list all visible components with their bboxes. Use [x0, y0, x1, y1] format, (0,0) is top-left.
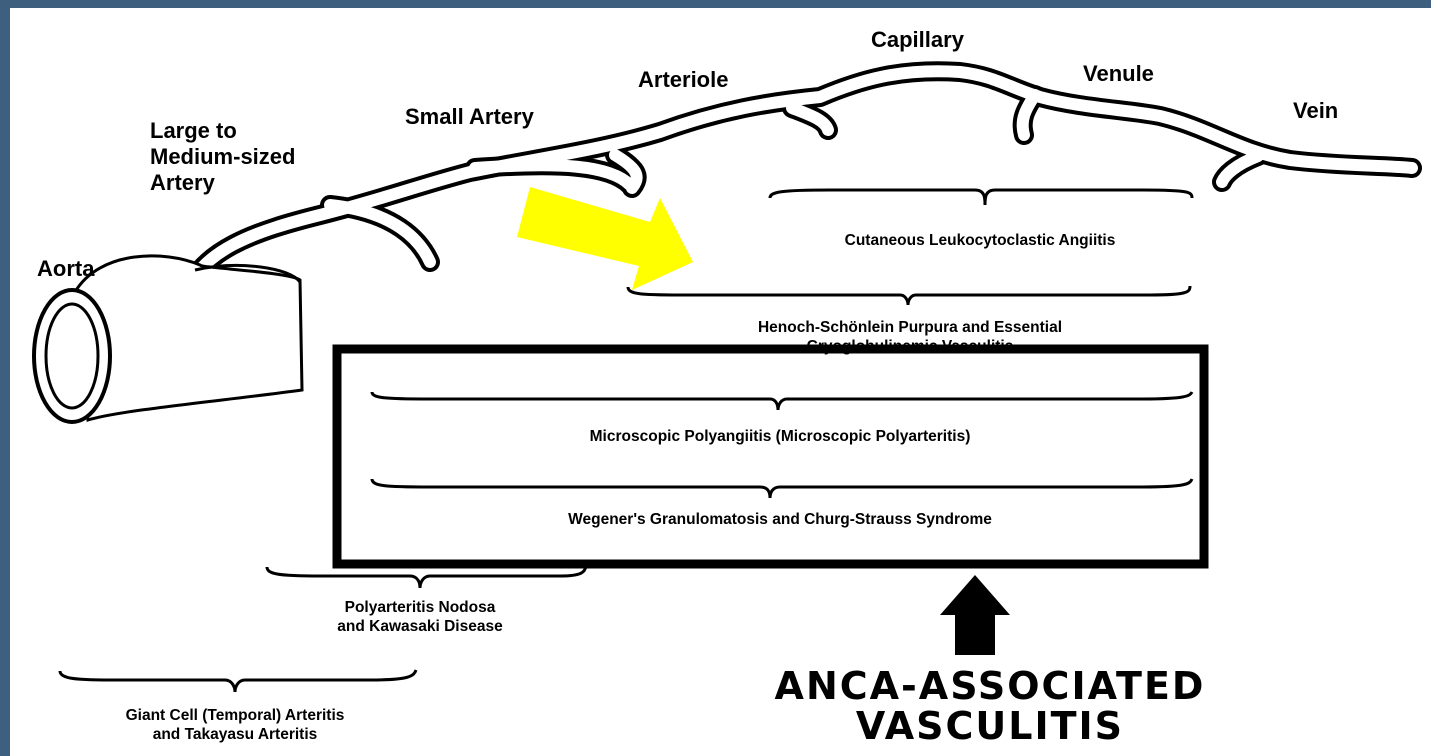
label-aorta: Aorta: [37, 256, 94, 282]
label-giant-cell: Giant Cell (Temporal) Arteritis and Taka…: [35, 706, 435, 744]
label-polyarteritis: Polyarteritis Nodosa and Kawasaki Diseas…: [260, 598, 580, 636]
label-venule: Venule: [1083, 61, 1154, 87]
brace-henoch: [628, 286, 1190, 305]
label-large-artery: Large to Medium-sized Artery: [150, 118, 295, 196]
label-vein: Vein: [1293, 98, 1338, 124]
label-henoch: Henoch-Schönlein Purpura and Essential C…: [640, 318, 1180, 356]
label-cutaneous: Cutaneous Leukocytoclastic Angiitis: [760, 231, 1200, 250]
up-arrow-icon: [940, 575, 1010, 655]
label-microscopic: Microscopic Polyangiitis (Microscopic Po…: [470, 427, 1090, 446]
brace-polyarteritis: [267, 566, 586, 588]
anca-callout: ANCA-ASSOCIATED VASCULITIS: [700, 666, 1280, 746]
brace-wegener: [372, 479, 1192, 498]
highlight-arrow-icon: [517, 187, 693, 290]
label-arteriole: Arteriole: [638, 67, 728, 93]
brace-microscopic: [372, 392, 1192, 410]
anca-box: [337, 349, 1204, 564]
brace-cutaneous: [770, 190, 1192, 205]
label-capillary: Capillary: [871, 27, 964, 53]
label-small-artery: Small Artery: [405, 104, 534, 130]
brace-giant-cell: [60, 670, 416, 692]
label-wegener: Wegener's Granulomatosis and Churg-Strau…: [490, 510, 1070, 529]
